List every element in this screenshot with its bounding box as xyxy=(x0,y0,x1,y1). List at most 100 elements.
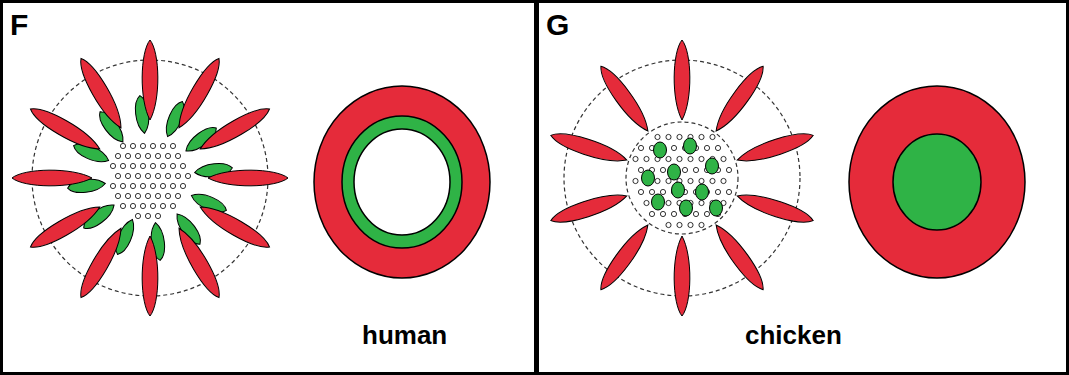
rod-dot xyxy=(165,153,170,158)
red-disc xyxy=(849,86,1025,278)
green-cone xyxy=(680,200,693,216)
red-cone xyxy=(27,102,104,156)
red-cone xyxy=(735,128,816,168)
chicken-rosette xyxy=(548,40,815,316)
rod-dot xyxy=(682,167,687,172)
rod-dot xyxy=(688,178,693,183)
green-cone xyxy=(706,158,719,174)
red-cone xyxy=(172,224,226,301)
rod-dot xyxy=(155,213,160,218)
rod-dot xyxy=(671,145,676,150)
rod-dot xyxy=(145,213,150,218)
red-cone xyxy=(27,200,104,254)
human-rosette xyxy=(12,40,288,316)
red-cone xyxy=(674,40,690,120)
green-cone xyxy=(696,184,709,200)
rod-dot xyxy=(140,143,145,148)
rod-dot xyxy=(145,153,150,158)
rod-dot xyxy=(721,156,726,161)
rod-dot xyxy=(699,156,704,161)
red-cone xyxy=(595,62,655,136)
rod-dot xyxy=(638,145,643,150)
rod-dot xyxy=(130,143,135,148)
red-cone xyxy=(74,55,128,132)
green-cone xyxy=(642,170,655,186)
rod-dot xyxy=(633,156,638,161)
rod-dot xyxy=(170,143,175,148)
rod-dot xyxy=(644,200,649,205)
dashed-boundary xyxy=(626,122,738,234)
red-cone xyxy=(12,170,92,186)
rod-dot xyxy=(160,163,165,168)
red-cone xyxy=(74,224,128,301)
center-zone xyxy=(354,129,450,235)
red-cone xyxy=(710,220,770,294)
red-cone xyxy=(735,188,816,228)
panel-frame xyxy=(538,2,1068,374)
rod-dot xyxy=(185,173,190,178)
rod-dot xyxy=(135,213,140,218)
rod-dot xyxy=(704,211,709,216)
rod-dot xyxy=(660,211,665,216)
rod-dot xyxy=(666,200,671,205)
rod-dot xyxy=(175,153,180,158)
rod-dot xyxy=(130,203,135,208)
rod-dot xyxy=(180,163,185,168)
rod-dot xyxy=(165,193,170,198)
red-cone xyxy=(548,128,629,168)
panel-letter: G xyxy=(546,10,569,40)
rod-dot xyxy=(649,189,654,194)
rod-dot xyxy=(120,203,125,208)
rod-dot xyxy=(180,183,185,188)
rod-dot xyxy=(115,173,120,178)
rod-dot xyxy=(721,178,726,183)
rod-dot xyxy=(666,222,671,227)
rod-dot xyxy=(688,222,693,227)
rod-dot xyxy=(710,178,715,183)
rod-dot xyxy=(140,203,145,208)
rod-dot xyxy=(150,163,155,168)
rod-dot xyxy=(150,203,155,208)
rod-dot xyxy=(125,173,130,178)
rod-dot xyxy=(671,211,676,216)
rod-dot xyxy=(155,173,160,178)
rod-dot xyxy=(135,153,140,158)
panel-letter: F xyxy=(10,10,28,40)
species-label: chicken xyxy=(745,322,842,348)
rod-dot xyxy=(677,222,682,227)
rod-dot xyxy=(145,193,150,198)
rod-dot xyxy=(677,156,682,161)
rod-dot xyxy=(120,163,125,168)
red-ring xyxy=(314,86,490,278)
red-cone xyxy=(172,55,226,132)
rod-dot xyxy=(726,189,731,194)
rod-dot xyxy=(170,203,175,208)
rod-dot xyxy=(140,183,145,188)
rod-dot xyxy=(175,193,180,198)
rod-dot xyxy=(693,167,698,172)
rod-dot xyxy=(666,156,671,161)
rod-dot xyxy=(150,143,155,148)
rod-dot xyxy=(130,163,135,168)
rod-dot xyxy=(115,193,120,198)
rod-dot xyxy=(699,134,704,139)
rod-dot xyxy=(155,193,160,198)
rod-dot xyxy=(140,163,145,168)
rod-dot xyxy=(638,189,643,194)
red-cone xyxy=(548,188,629,228)
rod-dot xyxy=(699,178,704,183)
red-cone xyxy=(674,236,690,316)
rod-dot xyxy=(130,183,135,188)
red-cone xyxy=(142,40,158,120)
rod-dot xyxy=(715,189,720,194)
rod-dot xyxy=(633,178,638,183)
rod-dot xyxy=(125,153,130,158)
red-cone xyxy=(196,102,273,156)
rod-dot xyxy=(170,183,175,188)
rod-dot xyxy=(125,193,130,198)
rod-dot xyxy=(135,193,140,198)
rod-dot xyxy=(115,153,120,158)
rod-dot xyxy=(160,183,165,188)
rod-dot xyxy=(655,178,660,183)
